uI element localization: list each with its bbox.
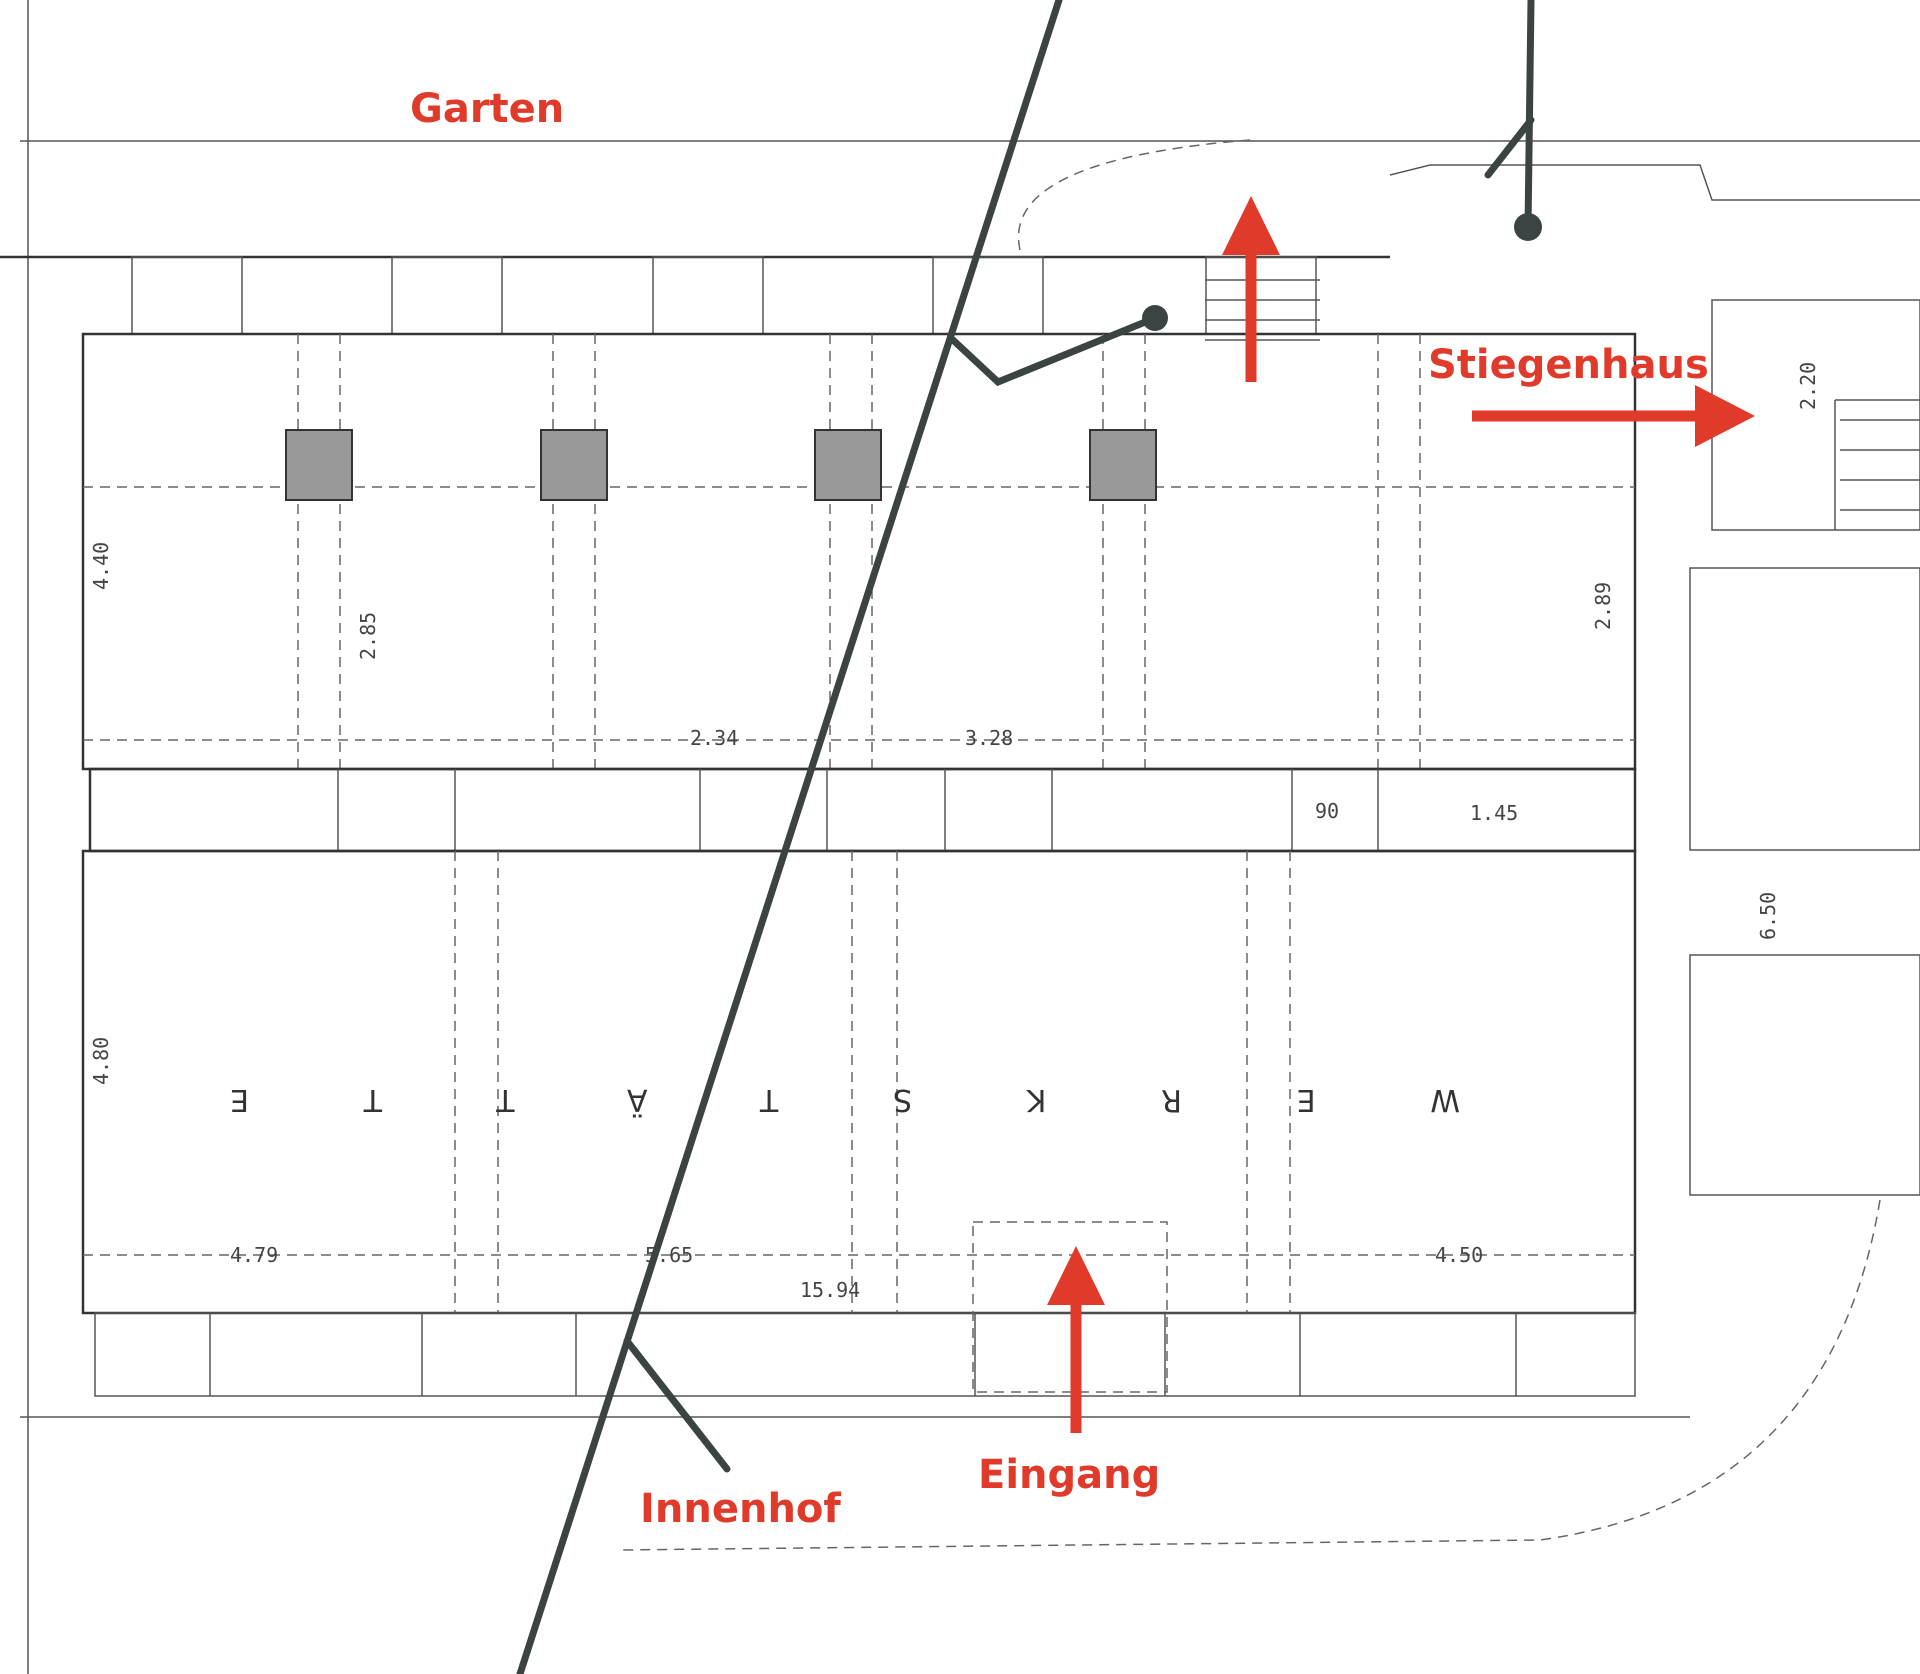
dimension-label: 4.80 — [89, 1037, 113, 1085]
dimension-label: 2.85 — [356, 612, 380, 660]
dimension-label: 15.94 — [800, 1278, 860, 1302]
dimension-labels: 4.40 2.85 4.80 2.89 6.50 1.45 4.79 5.65 … — [89, 362, 1820, 1302]
label-garden: Garten — [410, 86, 564, 132]
annotation-arrows — [1047, 196, 1755, 1433]
dimension-label: 4.50 — [1435, 1243, 1483, 1267]
label-entrance: Eingang — [978, 1452, 1160, 1498]
annotation-labels: Garten Stiegenhaus Eingang Innenhof — [410, 86, 1709, 1532]
arrow-up-icon — [1222, 196, 1280, 382]
pillar — [1089, 429, 1157, 501]
dimension-label: 2.34 — [690, 726, 738, 750]
label-staircase: Stiegenhaus — [1428, 342, 1709, 388]
room-name: WERKSTÄTTE — [230, 1082, 1460, 1118]
arrow-right-icon — [1472, 385, 1755, 447]
markers — [516, 0, 1542, 1674]
dimension-label: 1.45 — [1470, 801, 1518, 825]
marker-dot — [1514, 213, 1542, 241]
pillar — [540, 429, 608, 501]
pillar — [814, 429, 882, 501]
marker-line — [1524, 0, 1535, 231]
dimension-label: 4.40 — [89, 542, 113, 590]
arrow-up-icon — [1047, 1246, 1105, 1433]
marker-line — [1484, 116, 1535, 179]
pillar — [285, 429, 353, 501]
label-courtyard: Innenhof — [640, 1486, 841, 1532]
dimension-label: 4.79 — [230, 1243, 278, 1267]
marker-line — [623, 1337, 731, 1473]
marker-dot — [1142, 305, 1168, 331]
section-line — [516, 0, 1063, 1674]
dimension-label: 2.20 — [1796, 362, 1820, 410]
dimension-label: 6.50 — [1756, 892, 1780, 940]
dimension-label: 90 — [1315, 799, 1339, 823]
dimension-label: 3.28 — [965, 726, 1013, 750]
dimension-label: 2.89 — [1591, 582, 1615, 630]
marker-line — [949, 314, 1159, 387]
